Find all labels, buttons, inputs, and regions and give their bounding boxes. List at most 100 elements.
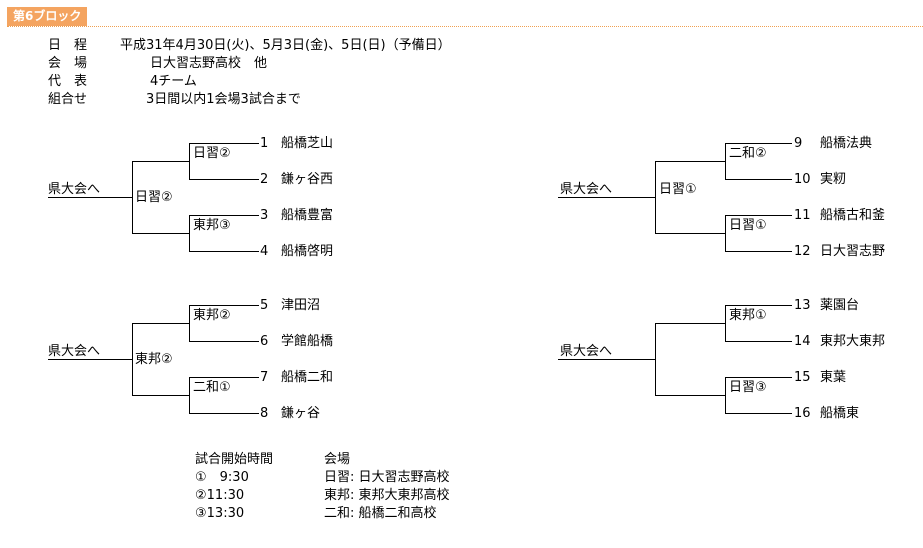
team-number: 5 bbox=[260, 298, 269, 313]
semi-label-top: 二和② bbox=[729, 146, 767, 161]
team-number: 14 bbox=[794, 334, 811, 349]
result-label: 県大会へ bbox=[48, 182, 101, 197]
team-line bbox=[725, 413, 792, 414]
team-name: 船橋啓明 bbox=[281, 244, 334, 259]
team-number: 1 bbox=[260, 136, 269, 151]
team-number: 11 bbox=[794, 208, 811, 223]
team-name: 船橋東 bbox=[820, 406, 860, 421]
semi-line-bottom bbox=[132, 233, 189, 234]
team-name: 船橋芝山 bbox=[281, 136, 334, 151]
block-title: 第6ブロック bbox=[7, 7, 88, 26]
semi-connector-top bbox=[189, 143, 190, 179]
team-line bbox=[189, 305, 259, 306]
final-label: 東邦② bbox=[135, 352, 173, 367]
semi-connector-top bbox=[725, 143, 726, 179]
team-name: 船橋法典 bbox=[820, 136, 873, 151]
result-line bbox=[48, 359, 132, 360]
team-number: 4 bbox=[260, 244, 269, 259]
team-line bbox=[725, 179, 792, 180]
team-line bbox=[189, 215, 259, 216]
semi-label-bottom: 東邦③ bbox=[193, 218, 231, 233]
result-label: 県大会へ bbox=[48, 344, 101, 359]
team-number: 12 bbox=[794, 244, 811, 259]
team-name: 船橋豊富 bbox=[281, 208, 334, 223]
time-slot-3: ③13:30 bbox=[195, 506, 245, 521]
venues-header: 会場 bbox=[324, 452, 351, 467]
team-name: 津田沼 bbox=[281, 298, 321, 313]
team-line bbox=[189, 251, 259, 252]
team-name: 学館船橋 bbox=[281, 334, 334, 349]
venue-1: 日習: 日大習志野高校 bbox=[324, 470, 450, 485]
result-label: 県大会へ bbox=[560, 182, 613, 197]
final-connector bbox=[132, 323, 133, 395]
semi-line-top bbox=[132, 161, 189, 162]
info-key-schedule: 日 程 bbox=[48, 38, 88, 53]
info-value-schedule: 平成31年4月30日(火)、5月3日(金)、5日(日)（予備日） bbox=[120, 38, 451, 53]
time-slot-1: ① 9:30 bbox=[195, 470, 249, 485]
semi-line-top bbox=[655, 161, 725, 162]
team-line bbox=[189, 377, 259, 378]
team-number: 10 bbox=[794, 172, 811, 187]
semi-connector-bottom bbox=[725, 215, 726, 251]
team-line bbox=[189, 413, 259, 414]
team-number: 8 bbox=[260, 406, 269, 421]
semi-label-top: 東邦② bbox=[193, 308, 231, 323]
semi-connector-bottom bbox=[189, 377, 190, 413]
result-label: 県大会へ bbox=[560, 344, 613, 359]
team-line bbox=[189, 341, 259, 342]
result-line bbox=[558, 359, 655, 360]
semi-connector-top bbox=[725, 305, 726, 341]
final-connector bbox=[655, 323, 656, 395]
team-number: 16 bbox=[794, 406, 811, 421]
final-connector bbox=[132, 161, 133, 233]
team-name: 鎌ヶ谷西 bbox=[281, 172, 334, 187]
info-key-representatives: 代 表 bbox=[48, 74, 88, 89]
team-number: 2 bbox=[260, 172, 269, 187]
team-number: 7 bbox=[260, 370, 269, 385]
semi-line-bottom bbox=[132, 395, 189, 396]
team-name: 船橋古和釜 bbox=[820, 208, 886, 223]
team-number: 6 bbox=[260, 334, 269, 349]
venue-3: 二和: 船橋二和高校 bbox=[324, 506, 437, 521]
semi-label-top: 東邦① bbox=[729, 308, 767, 323]
semi-line-top bbox=[132, 323, 189, 324]
info-value-combination: 3日間以内1会場3試合まで bbox=[146, 92, 301, 107]
team-name: 薬園台 bbox=[820, 298, 860, 313]
team-line bbox=[725, 143, 792, 144]
team-name: 東葉 bbox=[820, 370, 847, 385]
semi-label-top: 日習② bbox=[193, 146, 231, 161]
team-number: 15 bbox=[794, 370, 811, 385]
team-line bbox=[725, 305, 792, 306]
semi-line-top bbox=[655, 323, 725, 324]
team-number: 13 bbox=[794, 298, 811, 313]
team-number: 9 bbox=[794, 136, 803, 151]
result-line bbox=[48, 197, 132, 198]
info-key-venue: 会 場 bbox=[48, 56, 88, 71]
result-line bbox=[558, 197, 655, 198]
semi-label-bottom: 二和① bbox=[193, 380, 231, 395]
time-slot-2: ②11:30 bbox=[195, 488, 245, 503]
team-line bbox=[725, 341, 792, 342]
team-line bbox=[725, 215, 792, 216]
team-name: 日大習志野 bbox=[820, 244, 886, 259]
team-name: 実籾 bbox=[820, 172, 847, 187]
venue-2: 東邦: 東邦大東邦高校 bbox=[324, 488, 450, 503]
semi-connector-bottom bbox=[189, 215, 190, 251]
info-value-venue: 日大習志野高校 他 bbox=[150, 56, 268, 71]
semi-line-bottom bbox=[655, 395, 725, 396]
info-key-combination: 組合せ bbox=[48, 92, 88, 107]
team-name: 東邦大東邦 bbox=[820, 334, 886, 349]
final-label: 日習② bbox=[135, 190, 173, 205]
semi-connector-top bbox=[189, 305, 190, 341]
info-value-representatives: 4チーム bbox=[150, 74, 197, 89]
team-name: 鎌ヶ谷 bbox=[281, 406, 321, 421]
team-line bbox=[189, 143, 259, 144]
semi-line-bottom bbox=[655, 233, 725, 234]
team-name: 船橋二和 bbox=[281, 370, 334, 385]
semi-label-bottom: 日習③ bbox=[729, 380, 767, 395]
team-number: 3 bbox=[260, 208, 269, 223]
final-connector bbox=[655, 161, 656, 233]
